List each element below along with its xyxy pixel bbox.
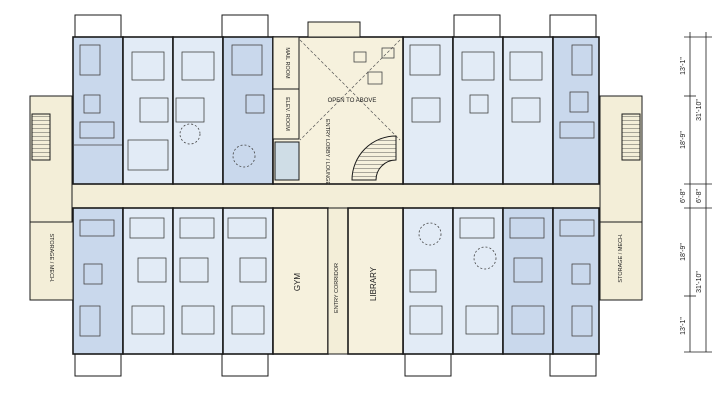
unit-bottom-right-b [452,207,504,355]
unit-bottom-left-a [72,207,124,355]
unit-top-right-a [402,36,454,185]
elev-room [272,88,300,140]
unit-top-left-d [222,36,274,185]
bottom-balconies [74,351,597,377]
entry-corridor-label: ENTRY CORRIDOR [334,263,340,313]
unit-bottom-left-b [122,207,174,355]
storage-left-label: STORAGE / MECH. [48,233,54,283]
unit-bottom-right-c [502,207,554,355]
elev-room-label: ELEV. ROOM [284,97,290,131]
dim-outer-1: 13'-1" [680,57,687,75]
open-to-above-line-2 [299,39,401,141]
unit-top-left-b [122,36,174,185]
spiral-stair [351,135,397,181]
unit-bottom-right-a [402,207,454,355]
dim-outer-5: 13'-1" [680,317,687,335]
mail-room [272,36,300,90]
top-balconies [74,14,597,38]
open-to-above-label: OPEN TO ABOVE [328,98,377,104]
dim-outer-3: 6'-8" [680,189,687,203]
left-stair [31,113,51,161]
dim-inner-3: 31'-10" [696,271,703,293]
entry-lobby-label: ENTRY LOBBY / LOUNGE [324,119,330,185]
unit-bottom-left-c [172,207,224,355]
entry-vestibule [307,21,361,38]
library-label: LIBRARY [369,266,378,301]
unit-bottom-right-d [552,207,600,355]
unit-top-left-c [172,36,224,185]
unit-top-right-c [502,36,554,185]
library [347,207,404,355]
storage-right-label: STORAGE / MECH. [618,233,624,283]
central-corridor [29,183,643,209]
elevator [274,141,300,181]
unit-top-right-d [552,36,600,185]
dim-inner-2: 6'-8" [696,189,703,203]
dim-outer-2: 18'-9" [680,131,687,149]
lounge-seating [353,47,395,85]
storage-right-room [599,221,643,301]
mail-room-label: MAIL ROOM [284,47,290,79]
gym [272,207,329,355]
dimension-lines [684,32,712,353]
dim-outer-4: 18'-9" [680,243,687,261]
unit-top-left-a [72,36,124,185]
unit-bottom-left-d [222,207,274,355]
dim-inner-1: 31'-10" [696,99,703,121]
storage-left-room [29,221,74,301]
gym-label: GYM [293,273,302,292]
unit-top-right-b [452,36,504,185]
right-stair [621,113,641,161]
